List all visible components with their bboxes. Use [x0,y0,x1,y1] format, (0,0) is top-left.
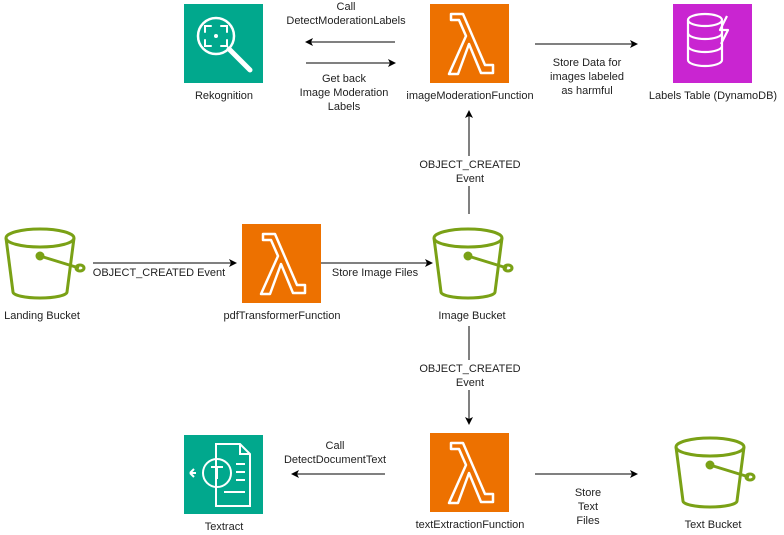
label-store-text: Store Text Files [575,487,601,527]
label-line: Labels [328,101,361,113]
label-line: OBJECT_CREATED [419,363,520,375]
textract-icon [189,443,251,507]
label-line: Event [456,377,484,389]
label-line: DetectDocumentText [284,454,386,466]
rekognition-icon [196,16,253,73]
label-image-event-down: OBJECT_CREATED Event [419,360,521,390]
label-line: as harmful [561,85,612,97]
label-landing-event: OBJECT_CREATED Event [92,264,226,280]
node-text-bucket[interactable]: Text Bucket [674,436,756,531]
label-line: Call [326,440,345,452]
rekognition-label: Rekognition [195,90,253,102]
node-labels-table[interactable]: Labels Table (DynamoDB) [649,4,777,102]
node-textract[interactable]: Textract [184,435,263,533]
pdf-transformer-label: pdfTransformerFunction [224,310,341,322]
s3-bucket-icon [674,436,756,509]
text-extraction-label: textExtractionFunction [416,519,525,531]
node-pdf-transformer-function[interactable]: pdfTransformerFunction [224,224,341,322]
image-moderation-label: imageModerationFunction [406,90,533,102]
s3-bucket-icon [4,227,86,300]
node-text-extraction-function[interactable]: textExtractionFunction [416,433,525,531]
dynamodb-icon [686,12,730,68]
text-bucket-label: Text Bucket [685,519,742,531]
label-line: DetectModerationLabels [286,15,406,27]
label-line: Store Data for [553,57,622,69]
label-line: Call [337,1,356,13]
textract-label: Textract [205,521,244,533]
label-get-back-labels: Get back Image Moderation Labels [295,71,397,113]
lambda-icon [447,441,495,505]
label-line: images labeled [550,71,624,83]
label-line: Store Image Files [332,267,419,279]
labels-table-label: Labels Table (DynamoDB) [649,90,777,102]
node-image-moderation-function[interactable]: imageModerationFunction [406,4,534,102]
label-line: Text [578,501,598,513]
node-rekognition[interactable]: Rekognition [184,4,263,102]
label-store-images: Store Image Files [328,265,422,280]
label-line: Files [576,515,600,527]
s3-bucket-icon [432,227,514,300]
label-line: OBJECT_CREATED [419,159,520,171]
node-image-bucket[interactable]: Image Bucket [432,227,514,322]
label-line: Image Moderation [300,87,389,99]
label-call-text: Call DetectDocumentText [284,440,386,466]
dynamodb-tile [673,4,752,83]
lambda-icon [259,232,307,296]
image-bucket-label: Image Bucket [438,310,505,322]
label-line: Store [575,487,601,499]
lambda-icon [447,12,495,76]
node-landing-bucket[interactable]: Landing Bucket [4,227,86,322]
label-line: Event [456,173,484,185]
label-line: Get back [322,73,367,85]
textract-tile [184,435,263,514]
label-call-moderation: Call DetectModerationLabels [283,0,409,28]
label-line: OBJECT_CREATED Event [93,267,225,279]
landing-bucket-label: Landing Bucket [4,310,80,322]
label-image-event-up: OBJECT_CREATED Event [419,156,521,186]
label-store-data: Store Data for images labeled as harmful [550,57,624,97]
